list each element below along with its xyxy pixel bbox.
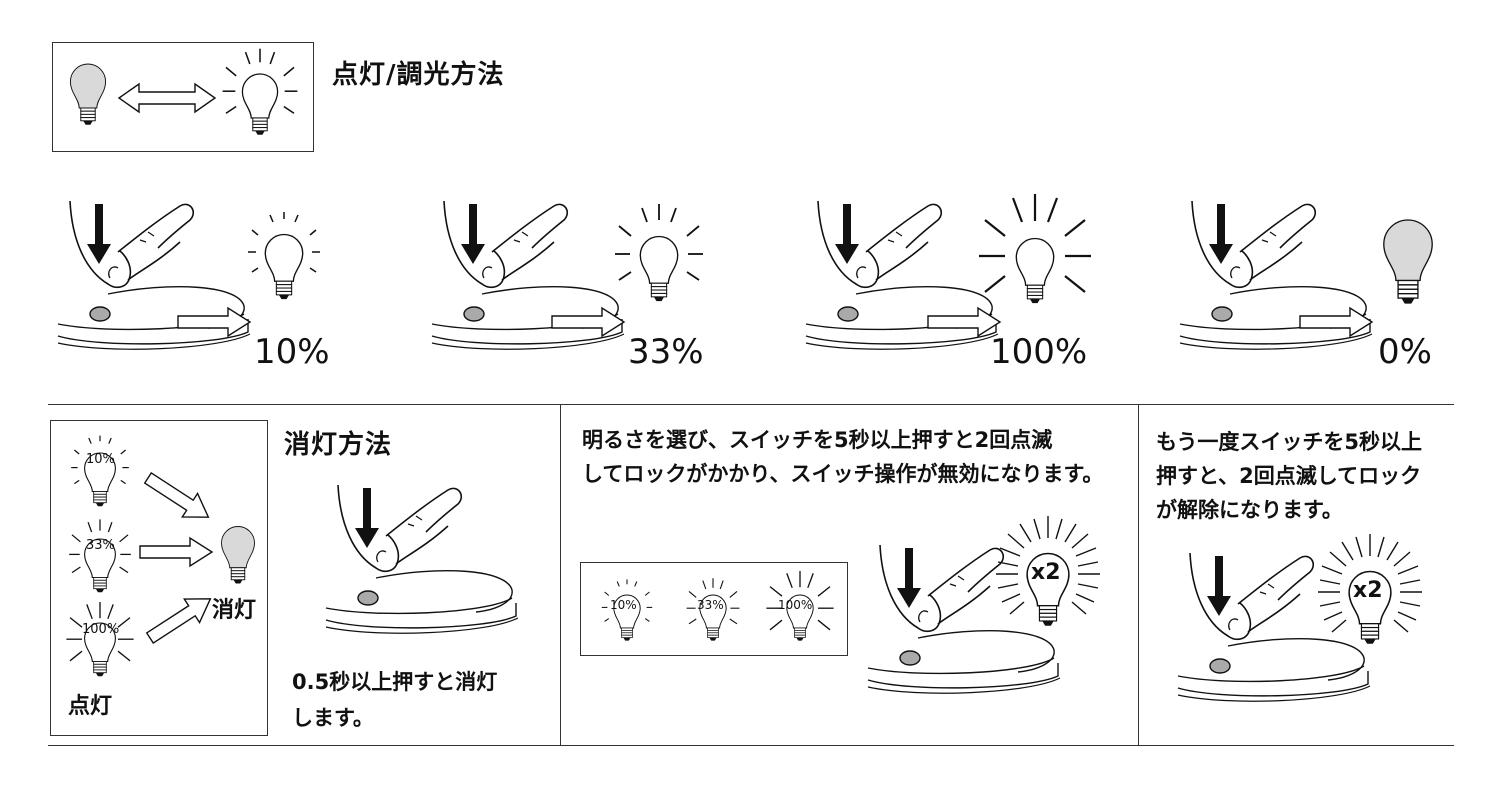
bulb-100-icon: [765, 570, 835, 642]
bulb-33-icon: [614, 203, 704, 302]
section-divider-bottom: [48, 745, 1454, 746]
bulb-off-icon: [221, 526, 255, 584]
lock-bulb-label-33: 33%: [697, 598, 724, 612]
lock-bulb-label-100: 100%: [778, 598, 813, 612]
lock-brightness-box: [580, 562, 848, 656]
bulb-label-33: 33%: [86, 538, 115, 553]
bulb-100-icon: [65, 601, 135, 677]
off-label: 消灯: [212, 598, 257, 623]
bulb-10-icon: [247, 211, 321, 300]
lock-text-line-2: してロックがかかり、スイッチ操作が無効になります。: [582, 462, 1104, 486]
bulb-label-10: 10%: [86, 452, 115, 467]
bulb-10-icon: [601, 578, 653, 642]
unlock-text-line-2: 押すと、2回点滅してロック: [1156, 464, 1422, 488]
off-instruction-line-2: します。: [292, 706, 374, 730]
bulb-on-icon: [221, 47, 299, 136]
section-divider-left: [560, 404, 561, 745]
header-illustration-box: [52, 42, 314, 152]
bulb-33-icon: [68, 518, 132, 593]
bulb-33-icon: [686, 577, 740, 642]
blink-count-label: x2: [1031, 560, 1061, 585]
off-instruction-line-1: 0.5秒以上押すと消灯: [292, 670, 498, 694]
hand-press-icon: [325, 484, 519, 635]
level-label-10: 10%: [254, 332, 330, 372]
bulb-100-icon: [977, 192, 1093, 304]
section-divider-right: [1138, 404, 1139, 745]
lock-bulb-label-10: 10%: [610, 598, 637, 612]
blink-count-label: x2: [1353, 578, 1383, 603]
level-label-33: 33%: [628, 332, 704, 372]
lock-text-line-1: 明るさを選び、スイッチを5秒以上押すと2回点滅: [582, 428, 1053, 452]
page-title: 点灯/調光方法: [332, 60, 505, 90]
bulb-off-icon: [1383, 219, 1433, 305]
bulb-off-icon: [69, 63, 107, 126]
bulb-10-icon: [70, 435, 130, 507]
off-diagram-box: [50, 420, 268, 736]
unlock-text-line-3: が解除になります。: [1156, 498, 1343, 522]
bulb-label-100: 100%: [82, 622, 120, 637]
level-label-0: 0%: [1378, 332, 1432, 372]
double-arrow-icon: [117, 82, 217, 114]
level-label-100: 100%: [990, 332, 1088, 372]
unlock-text-line-1: もう一度スイッチを5秒以上: [1156, 430, 1422, 454]
section-divider-top: [48, 404, 1454, 405]
off-section-title: 消灯方法: [284, 430, 393, 460]
on-label: 点灯: [68, 694, 113, 719]
